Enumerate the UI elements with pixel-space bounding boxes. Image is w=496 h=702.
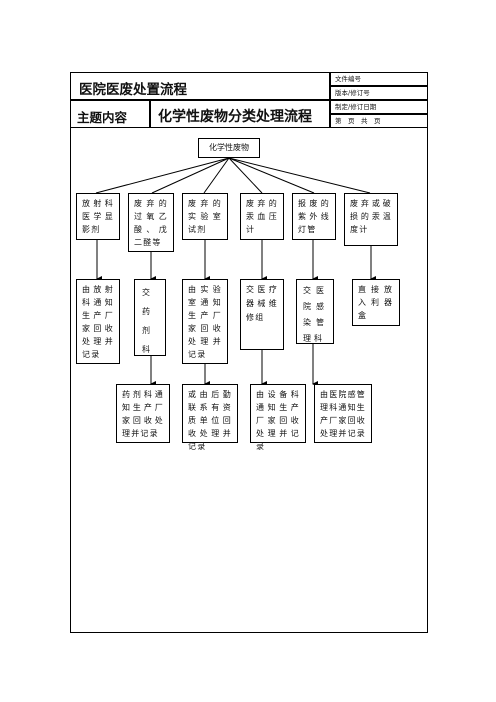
category-radiology-contrast: 放射科医学显影剂 [76,193,120,240]
category-peracetic-glutaraldehyde: 废弃的过氧乙酸、戊二醛等 [128,193,174,252]
meta-version: 版本/修订号 [330,86,428,100]
outcome-pharmacy: 药剂科通知生产厂家回收处理并记录 [116,384,170,443]
flow-root-node: 化学性废物 [198,138,260,158]
handler-equipment-repair: 交医疗器械维修组 [240,279,284,350]
topic-value-cell: 化学性废物分类处理流程 [150,100,330,128]
header-table: 医院医废处置流程 主题内容 化学性废物分类处理流程 文件编号 版本/修订号 制定… [70,72,428,128]
meta-doc-no: 文件编号 [330,72,428,86]
document-title: 医院医废处置流程 [79,82,187,98]
topic-title: 化学性废物分类处理流程 [158,109,312,125]
handler-sharps-box: 直接放入利器盒 [352,279,400,326]
outcome-equipment-dept: 由设备科通知生产厂家回收处理并记录 [250,384,306,451]
meta-page: 第 页 共 页 [330,114,428,128]
outcome-logistics: 或由后勤联系有资质单位回收处理并记录 [182,384,238,451]
outcome-infection-control: 由医院感管理科通知生产厂家回收处理并记录 [314,384,372,443]
handler-radiology: 由放射科通知生产厂家回收处理并记录 [76,279,120,364]
category-mercury-thermometer: 废弃或破损的汞温度计 [344,193,398,246]
category-uv-lamp: 报废的紫外线灯管 [292,193,336,240]
handler-pharmacy: 交药剂科 [134,279,166,356]
category-lab-reagents: 废弃的实验室试剂 [182,193,228,240]
title-cell: 医院医废处置流程 [70,72,330,100]
handler-laboratory: 由实验室通知生产厂家回收处理并记录 [182,279,228,364]
meta-date: 制定/修订日期 [330,100,428,114]
category-mercury-sphygmomanometer: 废弃的汞血压计 [240,193,284,240]
topic-label-cell: 主题内容 [70,100,150,128]
handler-infection-control: 交医院感染管理科 [296,279,334,344]
topic-label: 主题内容 [77,110,128,125]
